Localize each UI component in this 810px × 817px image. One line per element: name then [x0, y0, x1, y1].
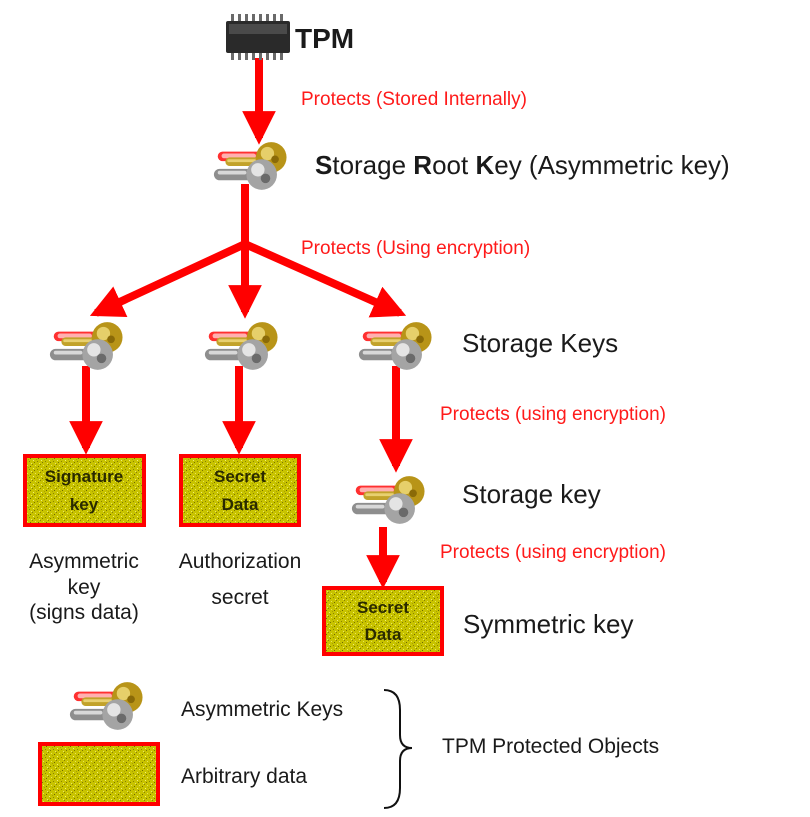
srk-text-1: torage: [332, 150, 413, 180]
legend-key-icon: [69, 682, 143, 730]
key-icon-right: [358, 322, 432, 370]
key-icon-middle: [204, 322, 278, 370]
symmetric-key-label: Symmetric key: [463, 609, 633, 639]
legend-arbitrary-data: Arbitrary data: [181, 765, 307, 788]
legend-asymmetric-keys: Asymmetric Keys: [181, 698, 343, 721]
storage-keys-label: Storage Keys: [462, 328, 618, 358]
arrows: [69, 58, 413, 589]
key-icon-left: [49, 322, 123, 370]
legend-brace: [383, 689, 413, 809]
key-icon-storage: [351, 476, 425, 524]
arrow-srk-to-right-key: [243, 240, 407, 318]
signature-key-line1: Signature: [45, 467, 123, 486]
tpm-label: TPM: [295, 23, 354, 54]
srk-letter-r: R: [413, 150, 432, 180]
secret-data-2-line1: Secret: [357, 598, 409, 617]
protects-using-encryption-3: Protects (using encryption): [440, 542, 666, 563]
protects-using-encryption: Protects (Using encryption): [301, 238, 530, 259]
caption-authorization-line1: Authorization: [179, 550, 302, 573]
srk-text-3: ey (Asymmetric key): [494, 150, 729, 180]
srk-node: Storage Root Key (Asymmetric key): [213, 142, 730, 190]
srk-label: Storage Root Key (Asymmetric key): [315, 150, 730, 180]
caption-authorization-line2: secret: [211, 586, 268, 609]
caption-asymmetric-line1: Asymmetric: [29, 550, 139, 573]
tpm-node: TPM: [226, 14, 354, 60]
signature-key-line2: key: [70, 495, 99, 514]
legend-protected-objects: TPM Protected Objects: [442, 735, 659, 758]
signature-key-box: Signature key: [23, 454, 146, 527]
legend-data-swatch: [38, 742, 160, 806]
caption-asymmetric-line3: (signs data): [29, 601, 139, 624]
key-icon: [213, 142, 287, 190]
caption-asymmetric-line2: key: [68, 576, 101, 599]
srk-letter-s: S: [315, 150, 332, 180]
secret-data-2-line2: Data: [365, 625, 402, 644]
storage-key-label: Storage key: [462, 479, 601, 509]
legend: Asymmetric Keys Arbitrary data TPM Prote…: [38, 682, 659, 809]
protects-using-encryption-2: Protects (using encryption): [440, 404, 666, 425]
secret-data-1-line2: Data: [222, 495, 259, 514]
protects-stored-internally: Protects (Stored Internally): [301, 89, 527, 110]
secret-data-box-1: Secret Data: [179, 454, 301, 527]
srk-text-2: oot: [432, 150, 475, 180]
arrow-srk-to-left-key: [89, 240, 247, 317]
srk-letter-k: K: [475, 150, 494, 180]
secret-data-1-line1: Secret: [214, 467, 266, 486]
chip-icon: [226, 14, 290, 60]
secret-data-box-2: Secret Data: [322, 586, 444, 656]
